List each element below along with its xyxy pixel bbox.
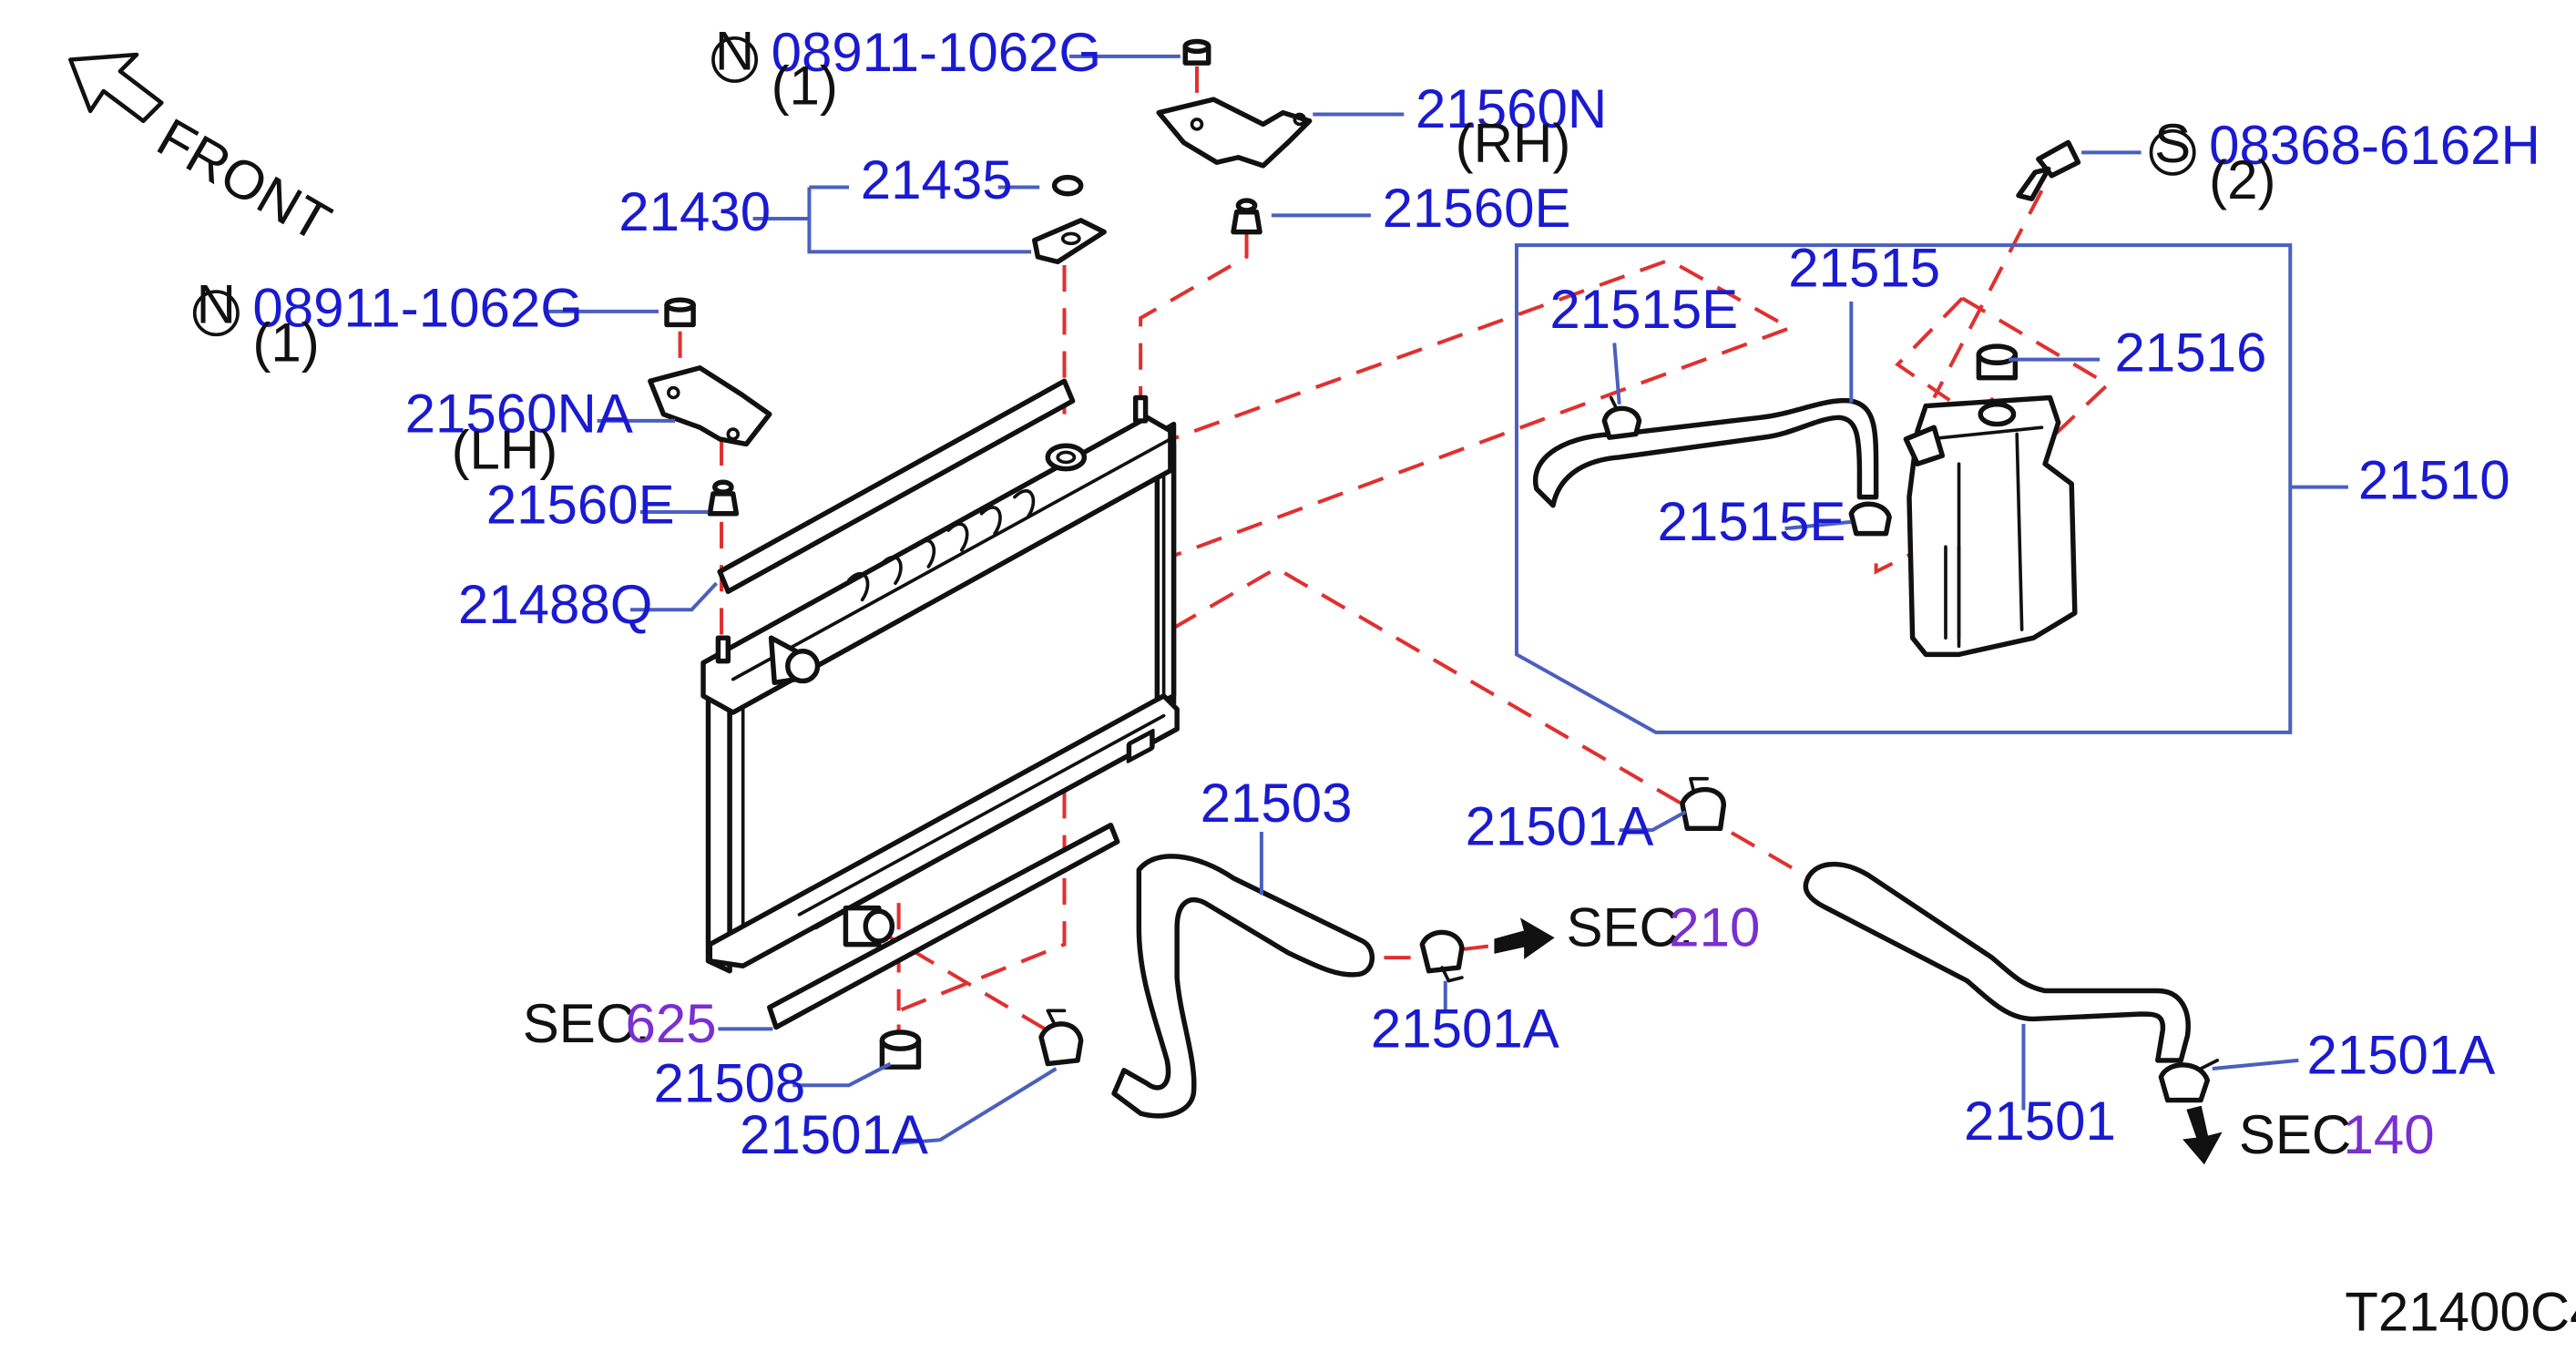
diagram-code: T21400C4 — [2345, 1281, 2576, 1342]
reservoir-tank[interactable] — [1903, 394, 2078, 658]
radiator-lower-bracket — [1126, 728, 1155, 763]
front-label: FRONT — [148, 107, 341, 253]
qty-s-bolt: (2) — [2209, 149, 2275, 210]
radiator-pin-left — [715, 635, 731, 664]
part-21515e-bottom[interactable]: 21515E — [1658, 491, 1846, 552]
part-21501[interactable]: 21501 — [1964, 1091, 2116, 1152]
n-mark-left: N — [197, 274, 236, 335]
sec-label-210: SEC. — [1567, 896, 1694, 958]
part-21510[interactable]: 21510 — [2358, 449, 2510, 510]
part-21501a-center[interactable]: 21501A — [1466, 796, 1654, 857]
s-mark: S — [2154, 113, 2191, 174]
mount-insulator-21488q[interactable] — [717, 378, 1076, 594]
grommet-21508[interactable] — [879, 1029, 922, 1070]
part-21488q[interactable]: 21488Q — [458, 574, 653, 635]
part-number-08911-left[interactable]: 08911-1062G — [252, 277, 583, 338]
bracket-21560n[interactable] — [1156, 97, 1313, 169]
nut-icon-top[interactable] — [1182, 38, 1211, 66]
cap-21430[interactable] — [1032, 218, 1107, 265]
radiator-filler-neck — [1045, 443, 1088, 472]
label-lh: (LH) — [452, 420, 558, 481]
radiator-lower-tank — [707, 693, 1180, 968]
hose-21503[interactable] — [1111, 854, 1375, 1119]
nut-icon-left[interactable] — [664, 297, 696, 328]
sec-label-140: SEC. — [2239, 1104, 2366, 1165]
radiator-upper-tank — [700, 415, 1173, 715]
part-21501a-bottom[interactable]: 21501A — [740, 1104, 928, 1165]
qty-n-top: (1) — [772, 56, 838, 117]
part-21508[interactable]: 21508 — [653, 1052, 805, 1113]
label-rh: (RH) — [1456, 113, 1571, 174]
hose-21501[interactable] — [1803, 861, 2191, 1063]
grommet-21560e-top[interactable] — [1231, 198, 1262, 235]
leader-lines — [547, 54, 2348, 1145]
sec-label-625: SEC. — [523, 993, 650, 1054]
part-21503[interactable]: 21503 — [1201, 773, 1353, 834]
reservoir-tank-group-box — [1514, 243, 2293, 734]
arrow-to-sec-140-icon — [2182, 1105, 2223, 1165]
part-21430[interactable]: 21430 — [618, 181, 771, 242]
radiator-lower-outlet — [843, 905, 895, 947]
n-mark-icon-top — [711, 36, 759, 83]
part-21515[interactable]: 21515 — [1788, 238, 1940, 299]
radiator-upper-outlet — [768, 635, 821, 686]
bolt-icon[interactable] — [2016, 139, 2081, 201]
hose-clamp-21501a-mid[interactable] — [1419, 929, 1465, 983]
s-mark-icon — [2149, 128, 2196, 176]
n-mark-icon-left — [192, 290, 240, 337]
part-number-08368[interactable]: 08368-6162H — [2209, 115, 2540, 176]
hose-clamp-21501a-center[interactable] — [1680, 776, 1727, 832]
n-mark-top: N — [715, 20, 754, 81]
part-21560e-left[interactable]: 21560E — [486, 475, 675, 536]
hose-clamp-21501a-right[interactable] — [2158, 1059, 2220, 1103]
part-number-08911-top[interactable]: 08911-1062G — [772, 22, 1102, 83]
part-21435[interactable]: 21435 — [861, 149, 1013, 210]
seal-21435[interactable] — [1051, 174, 1084, 197]
reservoir-cap-21516[interactable] — [1976, 343, 2019, 381]
sec-number-625[interactable]: 625 — [626, 993, 717, 1054]
lower-insulator-625[interactable] — [767, 822, 1120, 1030]
radiator-core[interactable] — [705, 421, 1177, 974]
qty-n-left: (1) — [252, 312, 319, 373]
hose-clip-21515e-top[interactable] — [1601, 395, 1642, 440]
hose-clamp-21501a-bottom[interactable] — [1038, 1009, 1084, 1067]
part-21560n[interactable]: 21560N — [1416, 78, 1607, 139]
part-21560na[interactable]: 21560NA — [405, 384, 633, 445]
bracket-21560na[interactable] — [648, 365, 772, 447]
part-21516[interactable]: 21516 — [2114, 322, 2266, 383]
sec-number-140[interactable]: 140 — [2343, 1104, 2434, 1165]
grommet-21560e-left[interactable] — [707, 479, 740, 517]
part-21501a-right[interactable]: 21501A — [2306, 1024, 2495, 1085]
front-arrow-icon — [68, 52, 164, 124]
hose-clip-21515e-bottom[interactable] — [1848, 501, 1892, 537]
part-21560e-top[interactable]: 21560E — [1383, 178, 1571, 239]
reservoir-hose-21515[interactable] — [1532, 397, 1879, 508]
sec-number-210[interactable]: 210 — [1669, 896, 1760, 958]
arrow-to-sec-210-icon — [1494, 917, 1555, 959]
part-21501a-mid[interactable]: 21501A — [1371, 998, 1559, 1059]
radiator-pin-top — [1132, 394, 1149, 424]
part-21515e-top[interactable]: 21515E — [1549, 279, 1738, 340]
